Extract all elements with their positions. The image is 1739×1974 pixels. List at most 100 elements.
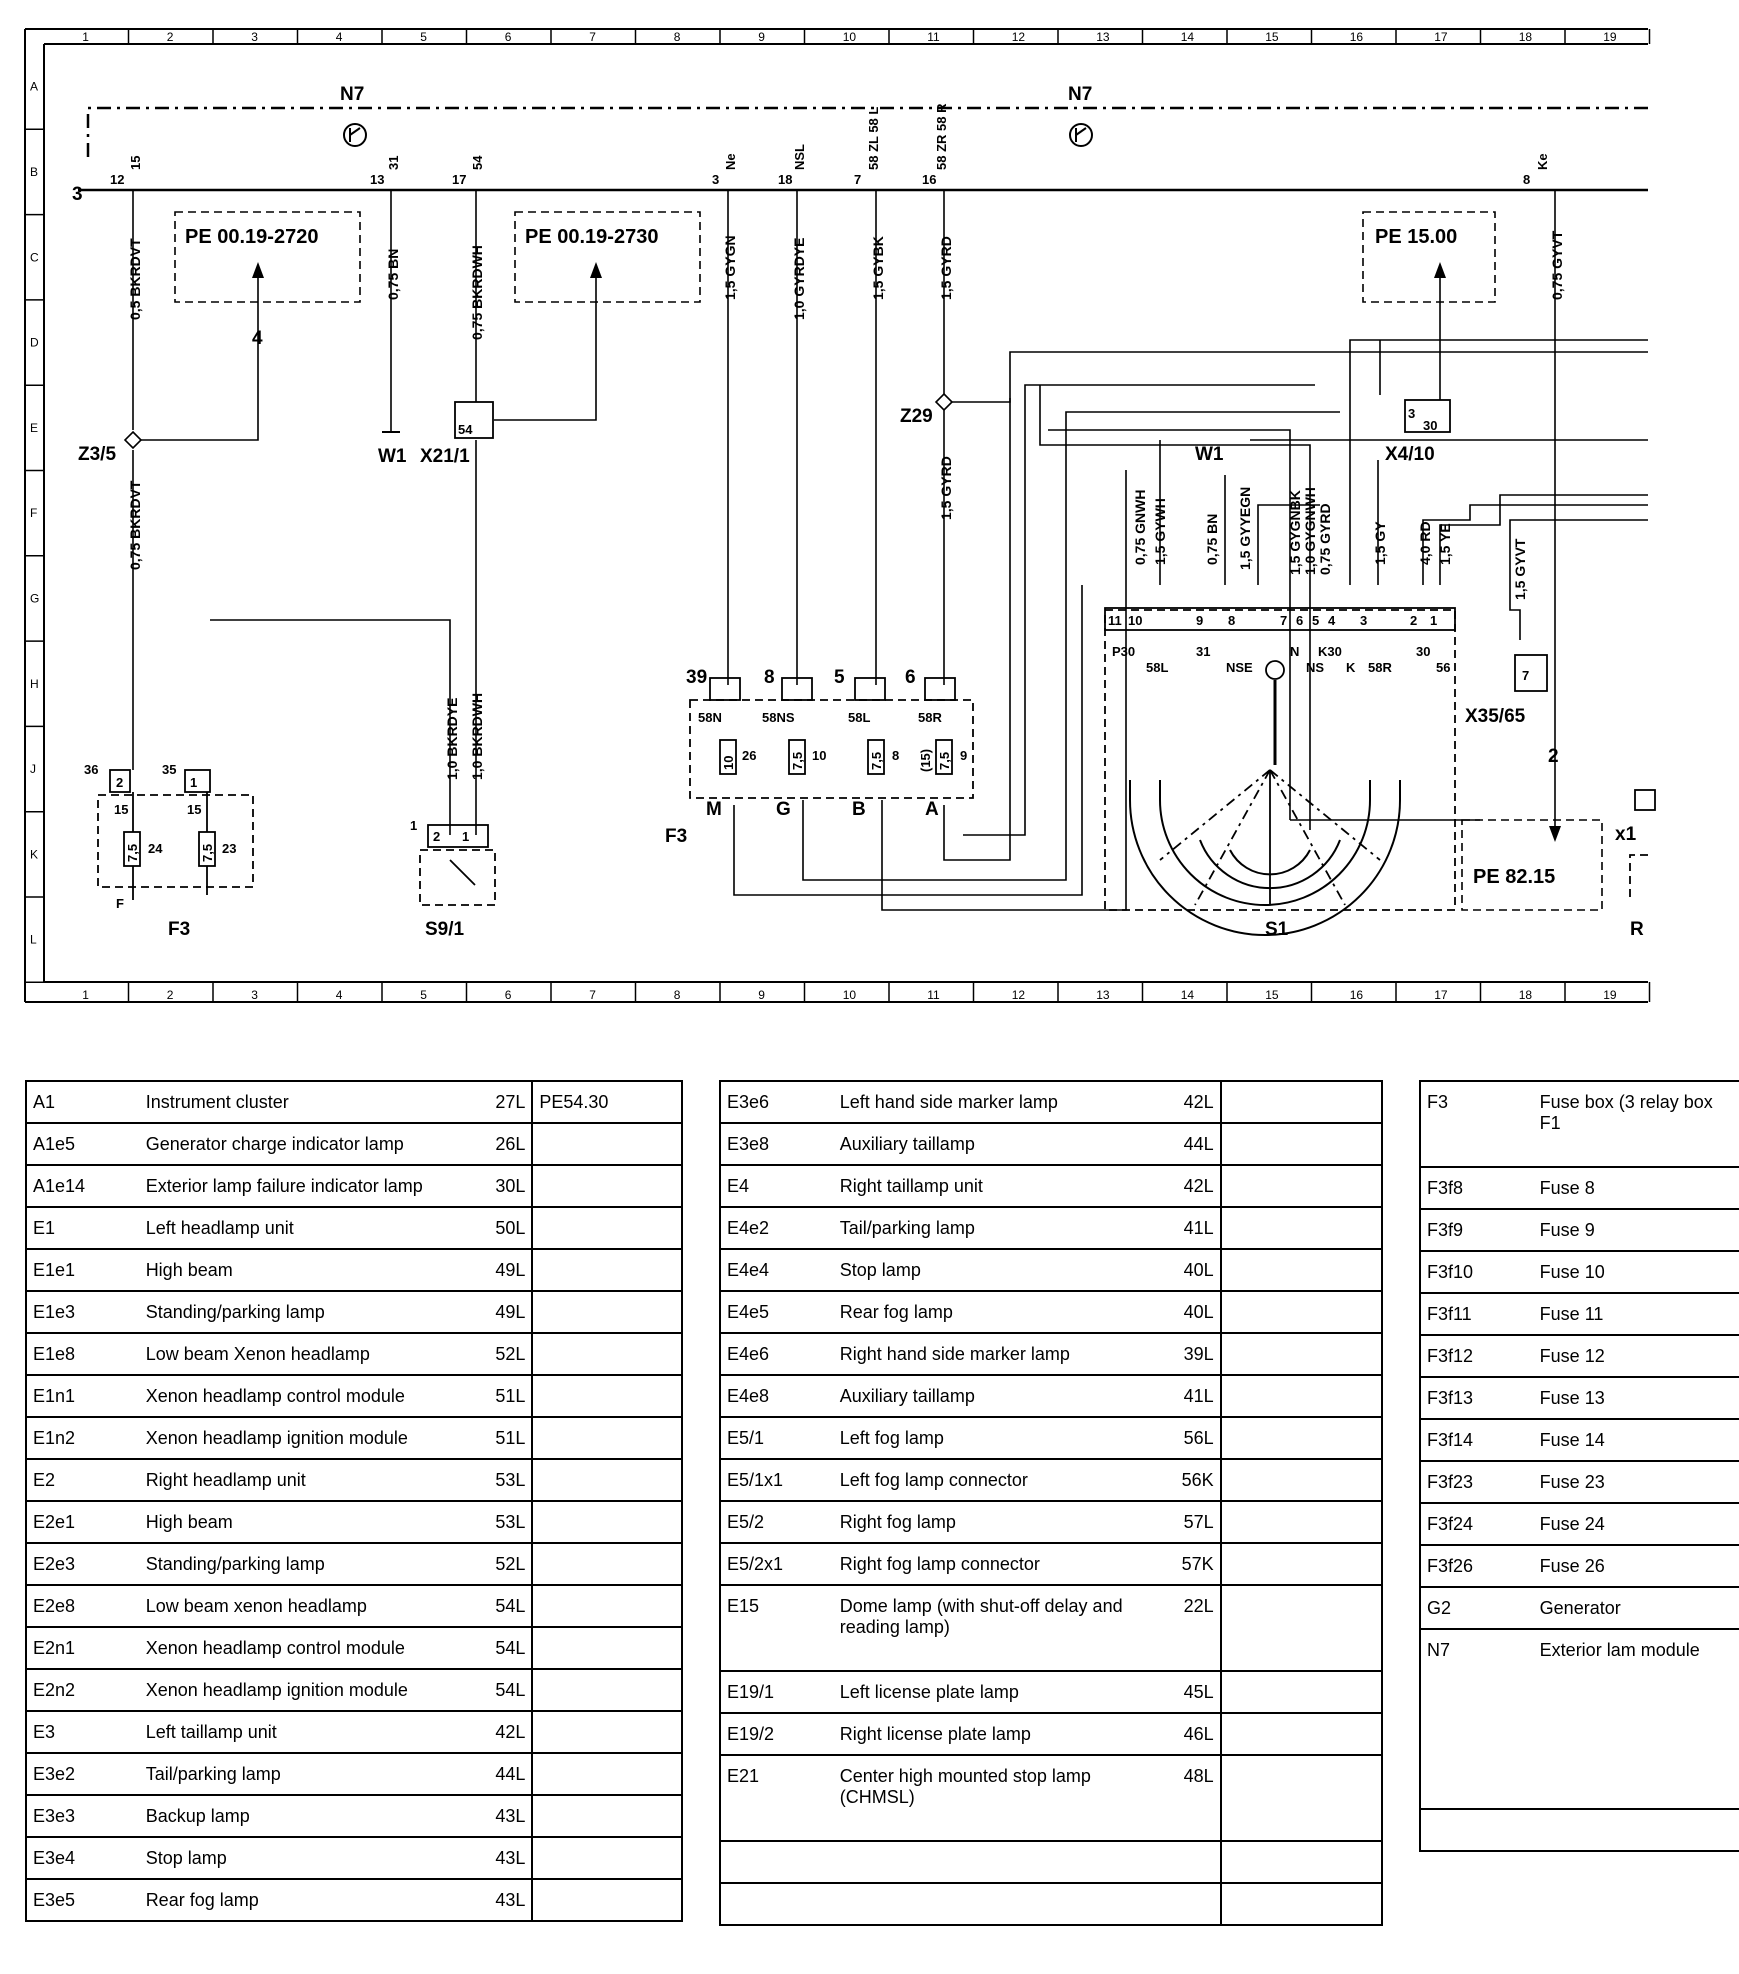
wire-label: 1,0 GYGNWH [1302,487,1318,575]
s1-pin: 7 [1280,613,1287,628]
legend-code: E4e4 [719,1248,834,1292]
pin-7-signal: 58 ZL 58 L [866,107,881,170]
label-x35-65: X35/65 [1465,706,1526,727]
legend-desc: Generator [1533,1586,1739,1630]
legend-ref [531,1122,683,1166]
s9-pin: 1 [410,818,417,833]
wire-labels: 0,5 BKRDVT 0,75 BKRDVT 0,75 BN 0,75 BKRD… [127,230,1565,780]
legend-desc: Stop lamp [833,1248,1151,1292]
wire-label: 1,5 YE [1437,523,1453,565]
grid-column-label: 17 [1434,30,1448,44]
legend-desc: Center high mounted stop lamp (CHMSL) [833,1754,1151,1842]
legend-ref [531,1752,683,1796]
legend-desc: Fuse 12 [1533,1334,1739,1378]
fuse-rating: 7,5 [790,752,805,770]
grid-column-label: 14 [1181,988,1195,1002]
label-n7-left: N7 [340,84,364,105]
grid-row-label: D [30,336,39,350]
fuse-rating: 7,5 [869,752,884,770]
legend-desc: Fuse 11 [1533,1292,1739,1336]
legend-desc: Tail/parking lamp [139,1752,487,1796]
legend-loc: 51L [486,1374,534,1418]
switch-s9-1 [419,824,496,906]
legend-ref [1219,1458,1384,1502]
pe-reference-3: PE 15.00 [1375,226,1457,248]
pin-16-signal: 58 ZR 58 R [934,103,949,170]
grid-column-label: 7 [589,30,596,44]
pin-8: 8 [1523,172,1530,187]
label-z29: Z29 [900,406,933,427]
legend-desc: Left fog lamp connector [833,1458,1151,1502]
legend-code: E1n1 [25,1374,140,1418]
legend-loc: 22L [1150,1584,1222,1672]
pin-12: 12 [110,172,124,187]
s9-pin: 2 [433,829,440,844]
legend-loc: 43L [486,1794,534,1838]
legend-ref [531,1836,683,1880]
wire-label: 0,75 GYVT [1549,230,1565,300]
legend-desc: Exterior lamp failure indicator lamp [139,1164,487,1208]
arrow-label-2: 2 [1548,746,1559,767]
legend-loc: 43L [486,1878,534,1922]
legend-code: F3f8 [1419,1166,1534,1210]
legend-ref [1219,1206,1384,1250]
legend-code: E4e5 [719,1290,834,1334]
fuse-signal: 58N [698,710,722,725]
grid-column-label: 11 [927,30,940,44]
legend-code: E4 [719,1164,834,1208]
legend-loc: 40L [1150,1290,1222,1334]
legend-loc: 42L [486,1710,534,1754]
pin-16: 16 [922,172,936,187]
grid-column-label: 8 [674,988,681,1002]
grid-column-label: 6 [505,30,512,44]
legend-loc: 45L [1150,1670,1222,1714]
n7-module-box [78,106,1648,192]
s1-pin: 10 [1128,613,1142,628]
legend-desc: Xenon headlamp ignition module [139,1668,487,1712]
grid-column-label: 13 [1096,988,1110,1002]
wire-label: 0,75 BKRDWH [469,245,485,340]
legend-desc: Right fog lamp [833,1500,1151,1544]
legend-ref [531,1584,683,1628]
legend-ref [1219,1500,1384,1544]
legend-desc: Left fog lamp [833,1416,1151,1460]
fuse-output: G [776,799,791,820]
s1-signal: P30 [1112,644,1135,659]
legend-loc: 48L [1150,1754,1222,1842]
grid-column-label: 17 [1434,988,1448,1002]
legend-code: E5/2 [719,1500,834,1544]
fuse-label: 35 [162,762,176,777]
legend-code: E4e2 [719,1206,834,1250]
pe-reference-4: PE 82.15 [1473,866,1555,888]
label-w1-left: W1 [378,446,407,467]
legend-desc: Left taillamp unit [139,1710,487,1754]
legend-ref [531,1248,683,1292]
legend-code: E15 [719,1584,834,1672]
s1-signal: 56 [1436,660,1450,675]
fuse-number: 24 [148,841,163,856]
legend-code: E3e5 [25,1878,140,1922]
legend-desc: Left headlamp unit [139,1206,487,1250]
grid-column-label: 5 [420,30,427,44]
wire-label: 0,75 GNWH [1132,490,1148,565]
legend-loc: 56K [1150,1458,1222,1502]
legend-loc: 41L [1150,1374,1222,1418]
pin-13-signal: 31 [386,156,401,170]
s1-signal: N [1290,644,1299,659]
grid-column-label: 16 [1350,30,1364,44]
legend-code: E2 [25,1458,140,1502]
